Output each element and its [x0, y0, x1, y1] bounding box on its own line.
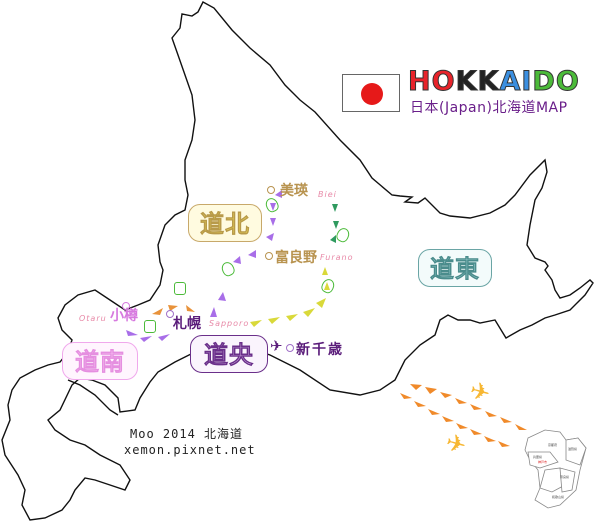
green-train-icon — [144, 320, 156, 333]
airplane-icon: ✈ — [270, 337, 283, 355]
city-roman-otaru: Otaru — [79, 314, 107, 323]
city-label-new-chitose: 新千歳 — [296, 342, 344, 358]
route-sapporo-biei — [210, 190, 282, 317]
flight-paths — [400, 384, 527, 447]
city-marker-sapporo — [166, 310, 174, 318]
title-letter: I — [521, 66, 533, 98]
route-otaru-south — [126, 330, 170, 342]
city-label-biei: 美瑛 — [280, 183, 308, 199]
svg-text:奈良県: 奈良県 — [560, 474, 569, 479]
title-letter: H — [408, 66, 432, 98]
title-letter: O — [431, 66, 456, 98]
japan-flag — [342, 74, 400, 112]
route-otaru-sapporo — [152, 305, 195, 315]
city-label-furano: 富良野 — [275, 250, 317, 266]
city-label-sapporo: 札幌 — [173, 316, 201, 332]
green-train-icon — [174, 282, 186, 295]
city-roman-biei: Biei — [318, 190, 337, 199]
region-label-donan: 道南 — [62, 342, 138, 380]
credit-line-1: Moo 2014 北海道 — [130, 427, 244, 441]
title-letter: O — [555, 66, 580, 98]
region-label-doo: 道央 — [190, 335, 268, 373]
city-roman-furano: Furano — [320, 253, 354, 262]
svg-text:京都府: 京都府 — [548, 442, 557, 447]
city-marker-furano — [265, 252, 273, 260]
title-letter: K — [455, 66, 478, 98]
city-label-otaru: 小樽 — [110, 308, 138, 324]
svg-text:兵庫県: 兵庫県 — [533, 454, 542, 459]
title-letter: K — [477, 66, 500, 98]
title-letter: D — [532, 66, 556, 98]
map-title: HOKKAIDO — [408, 66, 580, 98]
map-subtitle: 日本(Japan)北海道MAP — [410, 100, 568, 116]
svg-text:滋賀県: 滋賀県 — [568, 446, 577, 451]
title-letter: A — [499, 66, 522, 98]
city-marker-new-chitose — [286, 344, 294, 352]
credit-line-2: xemon.pixnet.net — [124, 443, 256, 457]
flag-sun — [361, 83, 383, 105]
svg-text:神戸市: 神戸市 — [538, 459, 547, 464]
route-biei-furano — [330, 204, 339, 243]
hokkaido-coastline — [1, 1, 594, 521]
city-marker-biei — [267, 186, 275, 194]
region-label-doto: 道東 — [418, 249, 492, 287]
region-label-dohoku: 道北 — [188, 204, 262, 242]
inset-prefecture-map: 兵庫県 京都府 滋賀県 神戸市 奈良県 和歌山県 — [524, 429, 587, 509]
route-sapporo-furano — [250, 267, 330, 327]
city-marker-otaru — [122, 302, 130, 310]
svg-text:和歌山県: 和歌山県 — [552, 494, 564, 499]
city-roman-sapporo: Sapporo — [209, 319, 250, 328]
